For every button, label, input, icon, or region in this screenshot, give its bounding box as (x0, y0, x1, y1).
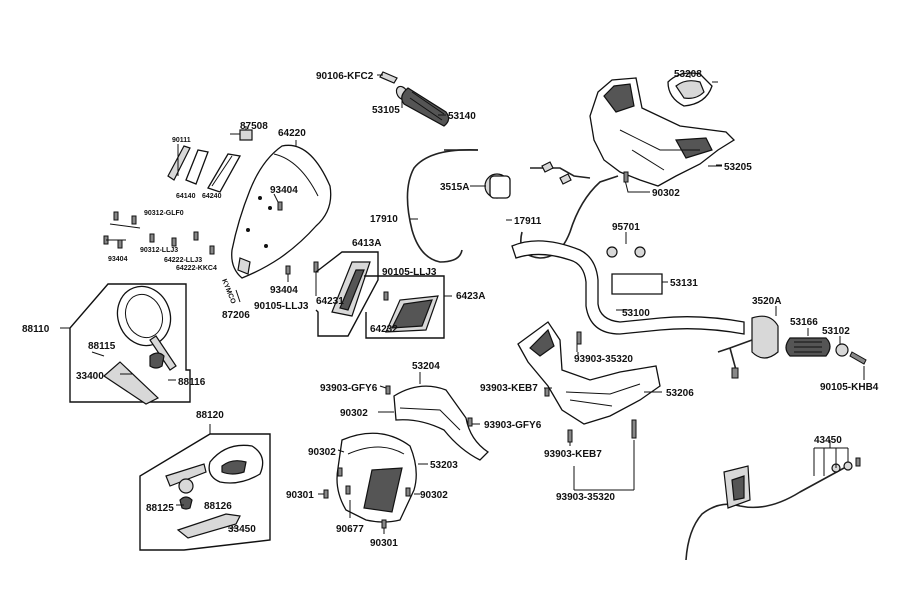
label-90105-KHB4: 90105-KHB4 (820, 382, 879, 393)
label-3520A: 3520A (752, 296, 781, 307)
handlebar-cover-upper (589, 72, 736, 193)
center-cover-lower (323, 432, 428, 529)
garnish-right-box (364, 275, 452, 339)
label-53131: 53131 (670, 278, 698, 289)
label-88110: 88110 (22, 324, 50, 335)
label-53140: 53140 (448, 111, 476, 122)
label-53205: 53205 (724, 162, 752, 173)
label-17911: 17911 (514, 216, 542, 227)
label-90312-GLF0: 90312-GLF0 (144, 210, 184, 217)
label-93404-small: 93404 (108, 256, 128, 263)
label-93404-b: 93404 (270, 285, 298, 296)
label-90301-b: 90301 (370, 538, 398, 549)
label-88126: 88126 (204, 501, 232, 512)
label-93903-GFY6-a: 93903-GFY6 (320, 383, 378, 394)
label-90302-c: 90302 (308, 447, 336, 458)
label-90302-mid: 90302 (340, 408, 368, 419)
label-88116: 88116 (178, 377, 206, 388)
label-64220: 64220 (278, 128, 306, 139)
label-3515A: 3515A (440, 182, 469, 193)
windscreen-assembly: KYMCO (220, 140, 332, 305)
label-90302-top: 90302 (652, 188, 680, 199)
label-90105-LLJ3-b: 90105-LLJ3 (382, 267, 437, 278)
label-87206: 87206 (222, 310, 250, 321)
label-53100: 53100 (622, 308, 650, 319)
label-53204: 53204 (412, 361, 440, 372)
label-64222-LLJ3: 64222-LLJ3 (164, 257, 202, 264)
label-53166: 53166 (790, 317, 818, 328)
part-labels: 90106-KFC2 53105 53140 53208 53205 90302… (22, 69, 879, 549)
windscreen-brand-text: KYMCO (220, 278, 236, 305)
label-64231: 64231 (316, 296, 344, 307)
label-90105-LLJ3-a: 90105-LLJ3 (254, 301, 309, 312)
label-33450: 33450 (228, 524, 256, 535)
label-95701: 95701 (612, 222, 640, 233)
label-87508: 87508 (240, 121, 268, 132)
garnish-left-box (315, 251, 379, 337)
label-64222-KKC4: 64222-KKC4 (176, 265, 217, 272)
label-53203: 53203 (430, 460, 458, 471)
label-90312-LLJ3: 90312-LLJ3 (140, 247, 178, 254)
label-93903-35320-b: 93903-35320 (556, 492, 615, 503)
label-93903-KEB7-b: 93903-KEB7 (544, 449, 602, 460)
mirror-right-box (139, 433, 271, 551)
label-43450: 43450 (814, 435, 842, 446)
label-93404-a: 93404 (270, 185, 298, 196)
label-93903-GFY6-b: 93903-GFY6 (484, 420, 542, 431)
label-53105: 53105 (372, 105, 400, 116)
label-64240: 64240 (202, 193, 222, 200)
label-53206: 53206 (666, 388, 694, 399)
label-88125: 88125 (146, 503, 174, 514)
label-53102: 53102 (822, 326, 850, 337)
label-88120: 88120 (196, 410, 224, 421)
label-53208: 53208 (674, 69, 702, 80)
mirror-left-box (69, 283, 191, 405)
right-switch-grip-assembly (717, 306, 867, 380)
throttle-grip-assembly (377, 71, 450, 127)
label-88115: 88115 (88, 341, 116, 352)
handlebar-pipe (511, 240, 745, 335)
label-90301-a: 90301 (286, 490, 314, 501)
windscreen-hardware (103, 126, 253, 255)
label-6413A: 6413A (352, 238, 381, 249)
label-93903-35320-a: 93903-35320 (574, 354, 633, 365)
label-33400: 33400 (76, 371, 104, 382)
label-90106-KFC2: 90106-KFC2 (316, 71, 374, 82)
center-cover-upper (385, 372, 490, 461)
label-6423A: 6423A (456, 291, 485, 302)
label-90302-d: 90302 (420, 490, 448, 501)
label-17910: 17910 (370, 214, 398, 225)
label-90111: 90111 (172, 137, 191, 144)
handlebar-cover-lower (517, 321, 661, 491)
brake-cable-assembly (685, 440, 861, 561)
leader-lines (60, 81, 722, 534)
label-64232: 64232 (370, 324, 398, 335)
label-93903-KEB7-a: 93903-KEB7 (480, 383, 538, 394)
label-90677: 90677 (336, 524, 364, 535)
label-64140: 64140 (176, 193, 196, 200)
